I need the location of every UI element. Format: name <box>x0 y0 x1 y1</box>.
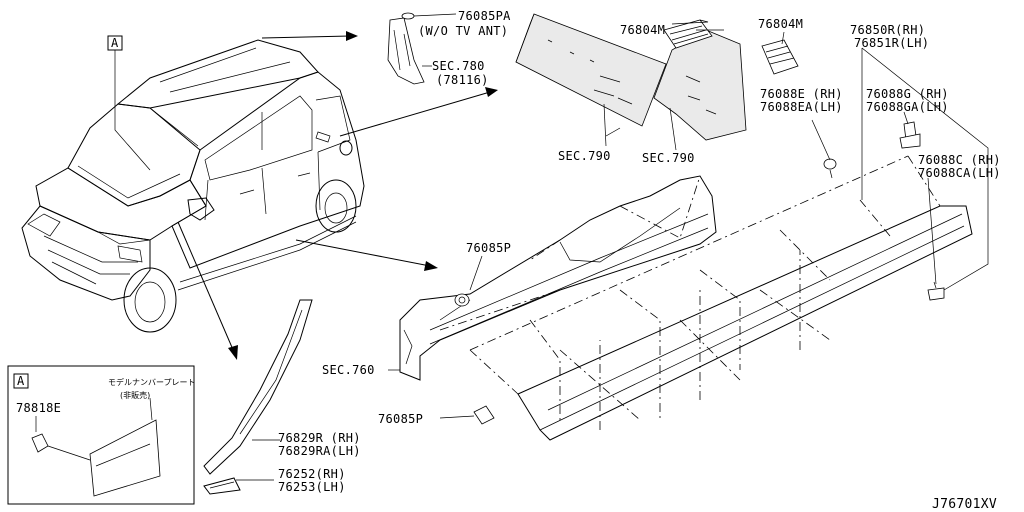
side-sill-cover <box>469 155 973 441</box>
callout-a-label: A <box>111 36 119 50</box>
label-not-for-sale: (非販売) <box>120 390 150 400</box>
rear-panel-right <box>653 29 747 141</box>
rear-panel-left <box>515 13 667 137</box>
label-76088E: 76088E (RH) <box>760 87 843 101</box>
label-76088CA: 76088CA(LH) <box>918 166 1001 180</box>
roof-trim-part <box>387 12 457 85</box>
label-76088GA: 76088GA(LH) <box>866 100 949 114</box>
label-76085P-bottom: 76085P <box>378 412 423 426</box>
label-76088G: 76088G (RH) <box>866 87 949 101</box>
clip-76085P-top <box>454 293 470 307</box>
label-sec780: SEC.780 <box>432 59 485 73</box>
label-76851R: 76851R(LH) <box>854 36 929 50</box>
label-76850R: 76850R(RH) <box>850 23 925 37</box>
label-sec780-sub: (78116) <box>436 73 489 87</box>
leader-sec790-right <box>669 107 677 151</box>
label-76804M-left: 76804M <box>620 23 665 37</box>
leader-76085P-top <box>469 255 483 291</box>
label-76829R: 76829R (RH) <box>278 431 361 445</box>
label-wo-tv-ant: (W/O TV ANT) <box>418 24 508 38</box>
clip-76088G <box>899 121 921 149</box>
detail-a-label: A <box>17 374 25 388</box>
clip-76085P-bottom <box>473 405 495 425</box>
leader-arrows <box>177 31 498 360</box>
leader-76850R <box>861 47 989 291</box>
pillar-trim <box>203 299 313 475</box>
body-side-sill <box>399 175 717 381</box>
leader-76088E <box>811 119 831 161</box>
clip-76088E <box>823 158 837 179</box>
leader-76088G <box>903 111 909 125</box>
leader-76085P-bottom <box>439 415 475 419</box>
label-sec790-left: SEC.790 <box>558 149 611 163</box>
leader-76088C <box>927 177 937 285</box>
label-sec760: SEC.760 <box>322 363 375 377</box>
vehicle-illustration <box>21 39 365 333</box>
label-76085P-top: 76085P <box>466 241 511 255</box>
leader-76804M-right <box>781 31 785 45</box>
pillar-end-cap <box>203 477 241 495</box>
label-76804M-right: 76804M <box>758 17 803 31</box>
detail-a-box: A 78818E モデルナンバープレート (非販売) <box>7 365 196 505</box>
label-76829RA: 76829RA(LH) <box>278 444 361 458</box>
label-78818E: 78818E <box>16 401 61 415</box>
clip-76088C <box>927 281 945 301</box>
vent-grille-left <box>663 19 713 49</box>
label-76088EA: 76088EA(LH) <box>760 100 843 114</box>
label-sec790-right: SEC.790 <box>642 151 695 165</box>
label-76253: 76253(LH) <box>278 480 346 494</box>
label-76252: 76252(RH) <box>278 467 346 481</box>
leader-sec790-left <box>603 103 607 147</box>
diagram-code: J76701XV <box>932 497 997 512</box>
callout-a-leader <box>114 50 151 171</box>
label-76088C: 76088C (RH) <box>918 153 1001 167</box>
label-76085PA: 76085PA <box>458 9 511 23</box>
label-model-plate: モデルナンバープレート <box>108 377 196 387</box>
vent-grille-right <box>761 39 799 75</box>
